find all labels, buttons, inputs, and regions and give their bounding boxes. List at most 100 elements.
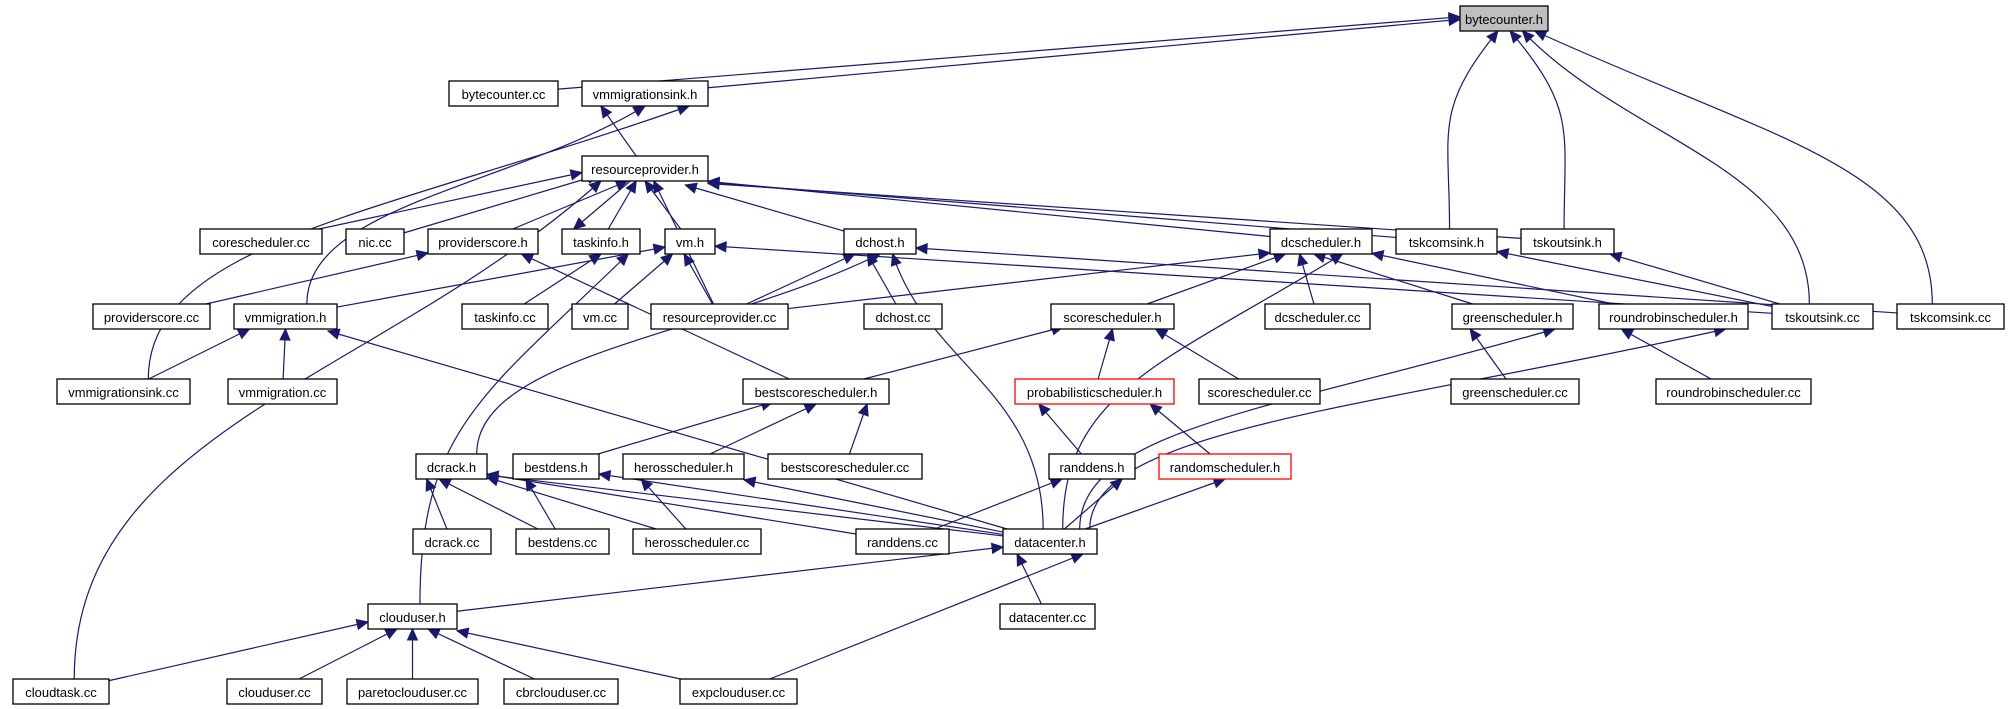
node-tskoutsink-h[interactable]: tskoutsink.h bbox=[1520, 228, 1615, 255]
arrowhead-icon bbox=[1509, 30, 1522, 44]
node-tskcomsink-cc[interactable]: tskcomsink.cc bbox=[1896, 303, 2005, 330]
node-label: taskinfo.cc bbox=[474, 310, 536, 325]
node-datacenter-cc[interactable]: datacenter.cc bbox=[999, 603, 1096, 630]
node-corescheduler-cc[interactable]: corescheduler.cc bbox=[199, 228, 323, 255]
arrowhead-icon bbox=[1154, 328, 1169, 340]
node-vmmigration-cc[interactable]: vmmigration.cc bbox=[227, 378, 338, 405]
node-dcrack-cc[interactable]: dcrack.cc bbox=[412, 528, 492, 555]
node-cloudtask-cc[interactable]: cloudtask.cc bbox=[12, 678, 110, 705]
node-box bbox=[427, 228, 539, 255]
node-providerscore-h[interactable]: providerscore.h bbox=[427, 228, 539, 255]
arrowhead-icon bbox=[625, 179, 637, 194]
arrowhead-icon bbox=[415, 249, 430, 262]
arrowhead-icon bbox=[914, 243, 928, 255]
node-bestscorescheduler-h[interactable]: bestscorescheduler.h bbox=[742, 378, 890, 405]
arrowhead-icon bbox=[683, 252, 695, 267]
node-bytecounter-h[interactable]: bytecounter.h bbox=[1459, 5, 1549, 32]
node-roundrobinscheduler-h[interactable]: roundrobinscheduler.h bbox=[1598, 303, 1749, 330]
node-greenscheduler-cc[interactable]: greenscheduler.cc bbox=[1450, 378, 1580, 405]
node-clouduser-h[interactable]: clouduser.h bbox=[367, 603, 458, 630]
node-dcscheduler-h[interactable]: dcscheduler.h bbox=[1269, 228, 1373, 255]
node-providerscore-cc[interactable]: providerscore.cc bbox=[92, 303, 211, 330]
node-box bbox=[367, 603, 458, 630]
node-clouduser-cc[interactable]: clouduser.cc bbox=[226, 678, 323, 705]
node-box bbox=[999, 603, 1096, 630]
dependency-edge bbox=[863, 326, 1064, 380]
node-box bbox=[1451, 303, 1574, 330]
node-bestdens-h[interactable]: bestdens.h bbox=[512, 453, 600, 480]
node-label: herosscheduler.cc bbox=[645, 535, 750, 550]
node-vmmigrationsink-cc[interactable]: vmmigrationsink.cc bbox=[56, 378, 191, 405]
arrowhead-icon bbox=[572, 217, 587, 230]
dependency-edge bbox=[709, 403, 817, 455]
dependency-edge bbox=[456, 630, 681, 680]
node-greenscheduler-h[interactable]: greenscheduler.h bbox=[1451, 303, 1574, 330]
arrowhead-icon bbox=[1329, 253, 1344, 265]
node-probabilisticscheduler-h[interactable]: probabilisticscheduler.h bbox=[1014, 378, 1175, 405]
node-randdens-h[interactable]: randdens.h bbox=[1048, 453, 1136, 480]
node-label: bytecounter.cc bbox=[462, 87, 546, 102]
node-label: providerscore.h bbox=[438, 235, 528, 250]
node-vmmigrationsink-h[interactable]: vmmigrationsink.h bbox=[581, 80, 709, 107]
arrowhead-icon bbox=[1103, 327, 1115, 342]
arrowhead-icon bbox=[406, 627, 419, 641]
node-label: vm.cc bbox=[583, 310, 617, 325]
node-bestdens-cc[interactable]: bestdens.cc bbox=[515, 528, 610, 555]
dependency-edge bbox=[336, 246, 666, 308]
node-dcrack-h[interactable]: dcrack.h bbox=[415, 453, 488, 480]
dependency-edge bbox=[438, 478, 539, 530]
node-vm-cc[interactable]: vm.cc bbox=[571, 303, 629, 330]
node-cbrclouduser-cc[interactable]: cbrclouduser.cc bbox=[503, 678, 619, 705]
arrowhead-icon bbox=[1016, 552, 1028, 567]
arrowhead-icon bbox=[653, 179, 665, 194]
dependency-edge bbox=[573, 180, 631, 230]
node-taskinfo-cc[interactable]: taskinfo.cc bbox=[461, 303, 549, 330]
dependency-edge bbox=[298, 628, 398, 680]
node-tskcomsink-h[interactable]: tskcomsink.h bbox=[1395, 228, 1498, 255]
node-box bbox=[581, 155, 709, 182]
node-roundrobinscheduler-cc[interactable]: roundrobinscheduler.cc bbox=[1655, 378, 1812, 405]
node-resourceprovider-cc[interactable]: resourceprovider.cc bbox=[650, 303, 789, 330]
node-box bbox=[448, 80, 559, 107]
node-dchost-cc[interactable]: dchost.cc bbox=[863, 303, 943, 330]
node-herosscheduler-cc[interactable]: herosscheduler.cc bbox=[632, 528, 762, 555]
arrowhead-icon bbox=[1297, 252, 1309, 267]
node-datacenter-h[interactable]: datacenter.h bbox=[1002, 528, 1098, 555]
arrowhead-icon bbox=[355, 618, 370, 631]
node-expclouduser-cc[interactable]: expclouduser.cc bbox=[679, 678, 798, 705]
arrowhead-icon bbox=[597, 470, 612, 482]
arrowhead-icon bbox=[1070, 552, 1085, 564]
node-label: dcscheduler.cc bbox=[1275, 310, 1361, 325]
arrowhead-icon bbox=[742, 476, 757, 488]
dependency-edge bbox=[486, 476, 657, 530]
arrowhead-icon bbox=[520, 253, 535, 265]
node-resourceprovider-h[interactable]: resourceprovider.h bbox=[581, 155, 709, 182]
node-nic-cc[interactable]: nic.cc bbox=[345, 228, 405, 255]
arrowhead-icon bbox=[713, 241, 727, 253]
arrowhead-icon bbox=[652, 243, 667, 255]
node-paretoclouduser-cc[interactable]: paretoclouduser.cc bbox=[346, 678, 479, 705]
arrowhead-icon bbox=[326, 328, 341, 340]
node-randdens-cc[interactable]: randdens.cc bbox=[855, 528, 950, 555]
node-herosscheduler-h[interactable]: herosscheduler.h bbox=[622, 453, 745, 480]
node-vmmigration-h[interactable]: vmmigration.h bbox=[233, 303, 338, 330]
node-bytecounter-cc[interactable]: bytecounter.cc bbox=[448, 80, 559, 107]
dependency-edge bbox=[73, 180, 602, 680]
node-tskoutsink-cc[interactable]: tskoutsink.cc bbox=[1771, 303, 1874, 330]
dependency-edge bbox=[1089, 328, 1726, 530]
node-dchost-h[interactable]: dchost.h bbox=[843, 228, 917, 255]
node-scorescheduler-h[interactable]: scorescheduler.h bbox=[1050, 303, 1175, 330]
dependency-edge bbox=[319, 171, 583, 230]
node-taskinfo-h[interactable]: taskinfo.h bbox=[561, 228, 641, 255]
node-bestscorescheduler-cc[interactable]: bestscorescheduler.cc bbox=[767, 453, 923, 480]
node-vm-h[interactable]: vm.h bbox=[664, 228, 716, 255]
node-scorescheduler-cc[interactable]: scorescheduler.cc bbox=[1198, 378, 1321, 405]
node-label: corescheduler.cc bbox=[212, 235, 310, 250]
node-randomscheduler-h[interactable]: randomscheduler.h bbox=[1158, 453, 1292, 480]
node-dcscheduler-cc[interactable]: dcscheduler.cc bbox=[1264, 303, 1371, 330]
node-label: roundrobinscheduler.cc bbox=[1666, 385, 1801, 400]
node-label: tskcomsink.h bbox=[1409, 235, 1484, 250]
edges-layer bbox=[73, 11, 1933, 682]
arrowhead-icon bbox=[437, 478, 452, 490]
dependency-edge bbox=[327, 330, 1008, 530]
